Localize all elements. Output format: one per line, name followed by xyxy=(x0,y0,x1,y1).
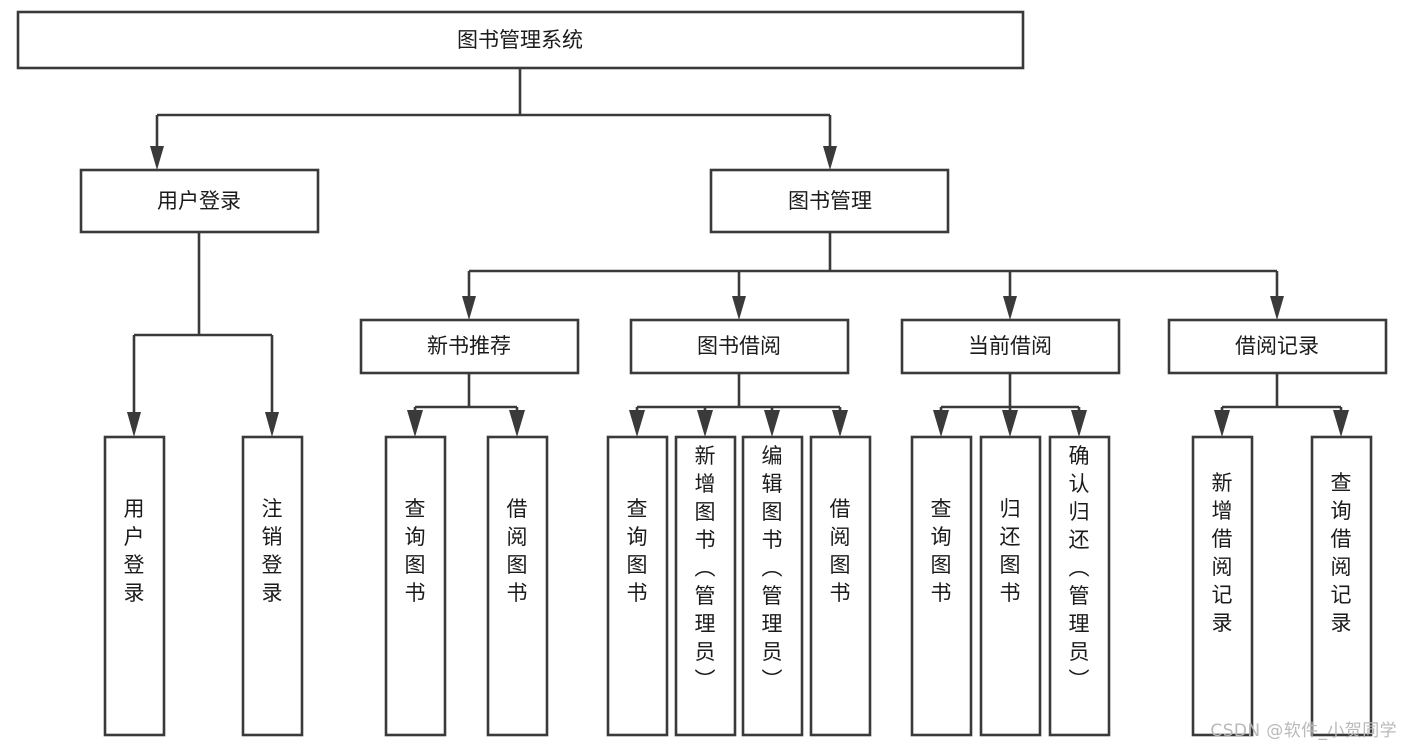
arrow-to-leaf-borrow-book-2 xyxy=(832,410,848,437)
leaf-add-book-box[interactable] xyxy=(674,435,737,737)
leaf-user-logout-label: 注销登录 xyxy=(262,497,283,605)
arrow-to-current-borrow xyxy=(1003,296,1017,320)
node-book-manage-label: 图书管理 xyxy=(788,189,872,213)
connector-layer xyxy=(127,68,1349,437)
arrow-to-leaf-borrow-book-1 xyxy=(509,410,525,437)
leaf-query-book-1-box[interactable] xyxy=(384,435,447,737)
arrow-to-leaf-user-logout xyxy=(265,412,279,437)
leaf-edit-book-box[interactable] xyxy=(741,435,804,737)
leaf-query-record-box[interactable] xyxy=(1310,435,1373,737)
arrow-to-book-borrow xyxy=(732,296,746,320)
leaf-return-book-box[interactable] xyxy=(979,435,1042,737)
node-book-borrow-label: 图书借阅 xyxy=(697,334,781,358)
arrow-to-leaf-add-record xyxy=(1214,410,1230,437)
node-book-manage[interactable]: 图书管理 xyxy=(709,168,950,234)
arrow-to-leaf-add-book xyxy=(697,410,713,437)
leaf-node-add-book[interactable]: 新增图书︵管理员︶ xyxy=(674,435,737,737)
arrow-to-user-login xyxy=(150,146,164,170)
node-new-book-rec-label: 新书推荐 xyxy=(427,334,511,358)
arrow-to-leaf-return-book xyxy=(1002,410,1018,437)
node-current-borrow-box[interactable] xyxy=(900,318,1121,375)
node-book-manage-box[interactable] xyxy=(709,168,950,234)
leaf-add-record-label: 新增借阅记录 xyxy=(1212,471,1233,635)
node-user-login-label: 用户登录 xyxy=(157,189,241,213)
leaf-return-book-label: 归还图书 xyxy=(1000,497,1021,605)
leaf-node-borrow-book-1[interactable]: 借阅图书 xyxy=(486,435,549,737)
arrow-to-borrow-record xyxy=(1270,296,1284,320)
node-user-login[interactable]: 用户登录 xyxy=(79,168,320,234)
node-borrow-record-label: 借阅记录 xyxy=(1235,334,1319,358)
leaf-node-confirm-return[interactable]: 确认归还︵管理员︶ xyxy=(1048,435,1111,737)
leaf-query-book-3-label: 查询图书 xyxy=(931,497,952,605)
node-current-borrow[interactable]: 当前借阅 xyxy=(900,318,1121,375)
leaf-node-edit-book[interactable]: 编辑图书︵管理员︶ xyxy=(741,435,804,737)
leaf-query-book-3-box[interactable] xyxy=(910,435,973,737)
leaf-layer: 用户登录 注销登录 查询图书 借阅图书 查询图书 新增图书︵管理员︶ xyxy=(103,435,1373,737)
arrow-to-book-manage xyxy=(823,146,837,170)
leaf-node-add-record[interactable]: 新增借阅记录 xyxy=(1191,435,1254,737)
arrow-to-leaf-query-record xyxy=(1333,410,1349,437)
leaf-borrow-book-1-label: 借阅图书 xyxy=(507,497,528,605)
leaf-query-record-label: 查询借阅记录 xyxy=(1331,471,1352,635)
leaf-query-book-2-label: 查询图书 xyxy=(627,497,648,605)
node-user-login-box[interactable] xyxy=(79,168,320,234)
node-borrow-record[interactable]: 借阅记录 xyxy=(1167,318,1388,375)
arrow-to-leaf-query-book-3 xyxy=(933,410,949,437)
leaf-borrow-book-2-label: 借阅图书 xyxy=(830,497,851,605)
leaf-node-query-book-2[interactable]: 查询图书 xyxy=(606,435,669,737)
node-new-book-rec-box[interactable] xyxy=(359,318,580,375)
leaf-edit-book-label: 编辑图书︵管理员︶ xyxy=(762,444,783,692)
arrow-to-new-book-rec xyxy=(462,296,476,320)
leaf-add-record-box[interactable] xyxy=(1191,435,1254,737)
leaf-user-login-label: 用户登录 xyxy=(124,497,145,605)
node-book-borrow[interactable]: 图书借阅 xyxy=(629,318,850,375)
leaf-confirm-return-label: 确认归还︵管理员︶ xyxy=(1069,444,1090,692)
arrow-to-leaf-query-book-2 xyxy=(629,410,645,437)
leaf-confirm-return-box[interactable] xyxy=(1048,435,1111,737)
arrow-to-leaf-user-login xyxy=(127,412,141,437)
node-current-borrow-label: 当前借阅 xyxy=(968,334,1052,358)
node-borrow-record-box[interactable] xyxy=(1167,318,1388,375)
leaf-node-user-logout[interactable]: 注销登录 xyxy=(241,435,304,737)
leaf-borrow-book-2-box[interactable] xyxy=(809,435,872,737)
csdn-watermark: CSDN @软件_小贺同学 xyxy=(1210,721,1397,741)
leaf-node-return-book[interactable]: 归还图书 xyxy=(979,435,1042,737)
leaf-borrow-book-1-box[interactable] xyxy=(486,435,549,737)
arrow-to-leaf-confirm-return xyxy=(1071,410,1087,437)
node-root[interactable]: 图书管理系统 xyxy=(16,10,1025,70)
leaf-node-query-book-3[interactable]: 查询图书 xyxy=(910,435,973,737)
leaf-node-query-record[interactable]: 查询借阅记录 xyxy=(1310,435,1373,737)
node-root-label: 图书管理系统 xyxy=(457,28,583,52)
leaf-node-user-login[interactable]: 用户登录 xyxy=(103,435,166,737)
leaf-add-book-label: 新增图书︵管理员︶ xyxy=(695,444,716,692)
arrow-to-leaf-query-book-1 xyxy=(407,410,423,437)
leaf-query-book-1-label: 查询图书 xyxy=(405,497,426,605)
leaf-user-logout-box[interactable] xyxy=(241,435,304,737)
leaf-query-book-2-box[interactable] xyxy=(606,435,669,737)
leaf-node-query-book-1[interactable]: 查询图书 xyxy=(384,435,447,737)
leaf-user-login-box[interactable] xyxy=(103,435,166,737)
node-root-box[interactable] xyxy=(16,10,1025,70)
node-book-borrow-box[interactable] xyxy=(629,318,850,375)
node-new-book-rec[interactable]: 新书推荐 xyxy=(359,318,580,375)
arrow-to-leaf-edit-book xyxy=(764,410,780,437)
leaf-node-borrow-book-2[interactable]: 借阅图书 xyxy=(809,435,872,737)
